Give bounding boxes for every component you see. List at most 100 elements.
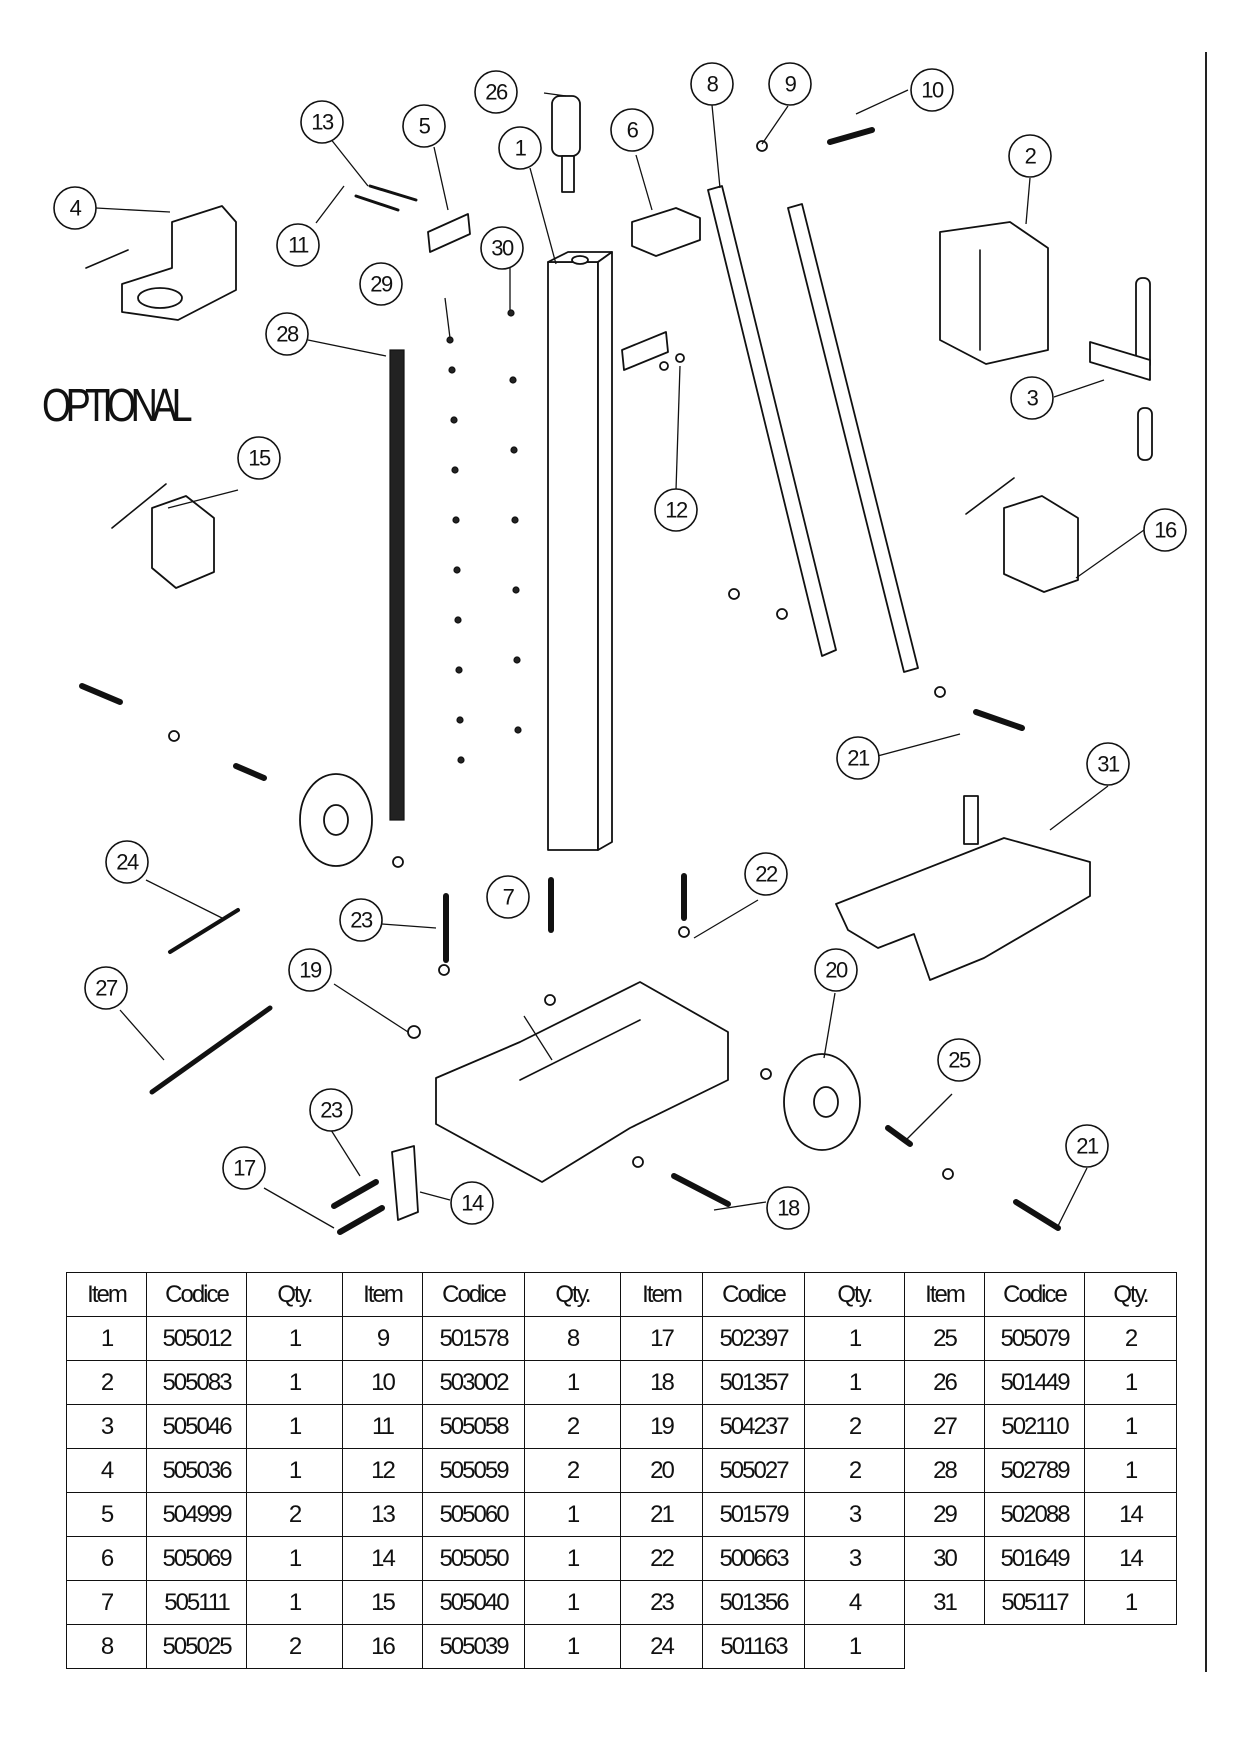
cell-codice: 505039	[422, 1624, 525, 1669]
svg-text:4: 4	[70, 196, 82, 221]
cell-item: 1	[66, 1316, 147, 1361]
cell-item: 20	[620, 1448, 703, 1493]
part-head	[939, 221, 1049, 365]
cell-codice: 505058	[422, 1404, 525, 1449]
cell-codice: 505069	[146, 1536, 247, 1581]
cell-qty: 1	[246, 1448, 343, 1493]
header-item: Item	[342, 1272, 423, 1317]
cell-qty: 14	[1084, 1492, 1177, 1537]
cell-codice: 505059	[422, 1448, 525, 1493]
svg-text:20: 20	[825, 958, 848, 983]
cell-qty: 1	[1084, 1580, 1177, 1625]
header-codice: Codice	[146, 1272, 247, 1317]
callout-7: 7	[486, 875, 530, 919]
part-plates	[427, 213, 669, 371]
cell-codice: 501578	[422, 1316, 525, 1361]
svg-text:10: 10	[921, 78, 944, 103]
cell-item: 18	[620, 1360, 703, 1405]
part-wrenches	[149, 908, 273, 1095]
cell-qty: 1	[524, 1536, 621, 1581]
part-coupling	[551, 95, 581, 193]
cell-item: 22	[620, 1536, 703, 1581]
svg-text:3: 3	[1027, 386, 1039, 411]
svg-text:21: 21	[1076, 1134, 1099, 1159]
svg-text:5: 5	[419, 114, 431, 139]
cell-qty: 1	[246, 1316, 343, 1361]
svg-text:27: 27	[95, 976, 118, 1001]
callout-11: 11	[276, 223, 320, 267]
cell-item: 25	[904, 1316, 985, 1361]
cell-qty: 2	[1084, 1316, 1177, 1361]
part-clamp	[85, 205, 237, 321]
callout-30: 30	[480, 226, 524, 270]
callout-28: 28	[265, 312, 309, 356]
cell-item: 17	[620, 1316, 703, 1361]
cell-item: 21	[620, 1492, 703, 1537]
cell-codice: 505083	[146, 1360, 247, 1405]
cell-item: 27	[904, 1404, 985, 1449]
svg-text:28: 28	[276, 322, 299, 347]
cell-qty: 2	[246, 1492, 343, 1537]
callout-3: 3	[1010, 376, 1054, 420]
header-codice: Codice	[984, 1272, 1085, 1317]
cell-item: 4	[66, 1448, 147, 1493]
header-qty: Qty.	[524, 1272, 621, 1317]
header-qty: Qty.	[246, 1272, 343, 1317]
callout-15: 15	[237, 436, 281, 480]
svg-text:23: 23	[320, 1098, 343, 1123]
cell-item: 12	[342, 1448, 423, 1493]
cell-codice: 502088	[984, 1492, 1085, 1537]
cell-qty: 1	[524, 1580, 621, 1625]
cell-item: 3	[66, 1404, 147, 1449]
svg-text:21: 21	[847, 746, 870, 771]
cell-item: 30	[904, 1536, 985, 1581]
cell-qty: 1	[524, 1492, 621, 1537]
svg-text:15: 15	[248, 446, 271, 471]
cell-qty: 1	[524, 1360, 621, 1405]
part-plate-15	[111, 483, 215, 589]
part-plate-16	[965, 477, 1079, 593]
svg-text:17: 17	[233, 1156, 256, 1181]
callout-17: 17	[222, 1146, 266, 1190]
callout-8: 8	[690, 62, 734, 106]
callout-24: 24	[105, 840, 149, 884]
callout-29: 29	[359, 262, 403, 306]
part-wheels	[299, 773, 861, 1151]
cell-qty: 1	[246, 1404, 343, 1449]
cell-qty: 1	[1084, 1404, 1177, 1449]
callout-2: 2	[1008, 134, 1052, 178]
cell-item: 8	[66, 1624, 147, 1669]
callout-22: 22	[744, 852, 788, 896]
svg-text:30: 30	[491, 236, 514, 261]
header-codice: Codice	[422, 1272, 525, 1317]
cell-qty: 1	[246, 1360, 343, 1405]
callout-18: 18	[766, 1186, 810, 1230]
cell-qty: 1	[804, 1624, 905, 1669]
part-base	[435, 981, 729, 1183]
cell-item: 31	[904, 1580, 985, 1625]
callout-20: 20	[814, 948, 858, 992]
cell-codice: 501649	[984, 1536, 1085, 1581]
svg-text:1: 1	[515, 136, 527, 161]
cell-codice: 505027	[702, 1448, 805, 1493]
cell-codice: 505046	[146, 1404, 247, 1449]
callout-23-lower: 23	[309, 1088, 353, 1132]
cell-codice: 501163	[702, 1624, 805, 1669]
cell-qty: 1	[1084, 1360, 1177, 1405]
header-item: Item	[620, 1272, 703, 1317]
cell-item	[905, 1625, 985, 1669]
cell-codice: 505079	[984, 1316, 1085, 1361]
cell-qty: 1	[246, 1536, 343, 1581]
cell-codice: 505012	[146, 1316, 247, 1361]
cell-codice: 502397	[702, 1316, 805, 1361]
parts-table: Item Codice Qty. Item Codice Qty. Item C…	[66, 1272, 1177, 1669]
cell-codice: 502110	[984, 1404, 1085, 1449]
cell-item: 23	[620, 1580, 703, 1625]
cell-qty: 2	[804, 1404, 905, 1449]
